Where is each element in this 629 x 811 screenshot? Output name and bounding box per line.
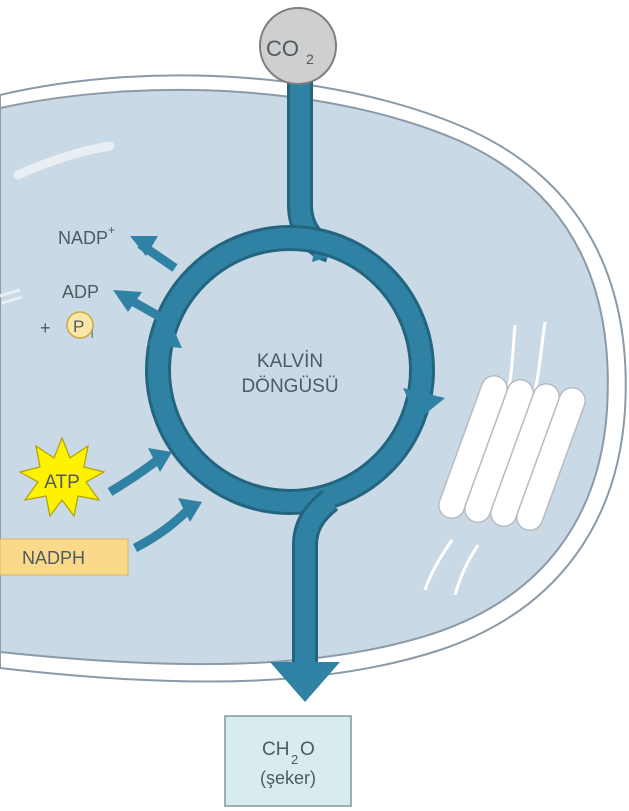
cycle-label-line1: KALVİN [257,351,323,372]
co2-label: CO [266,36,299,61]
nadph-box: NADPH [0,539,128,575]
sugar-label-subscript: 2 [291,752,298,767]
phosphate-label: P [73,317,84,336]
sugar-label-name: (şeker) [260,768,316,788]
co2-molecule-icon: CO 2 [260,8,336,84]
sugar-box: CH 2 O (şeker) [225,716,351,806]
sugar-label-ch: CH [262,739,289,760]
nadph-label: NADPH [22,548,85,568]
adp-label: ADP [62,282,99,302]
nadp-plus-label: NADP [58,228,108,248]
plus-sign: + [40,318,51,338]
co2-subscript: 2 [306,51,314,67]
phosphate-subscript: i [91,329,93,341]
sugar-label-o: O [300,739,315,760]
cycle-label-line2: DÖNGÜSÜ [241,376,338,397]
nadp-plus-superscript: + [108,223,115,237]
atp-label: ATP [44,472,80,493]
